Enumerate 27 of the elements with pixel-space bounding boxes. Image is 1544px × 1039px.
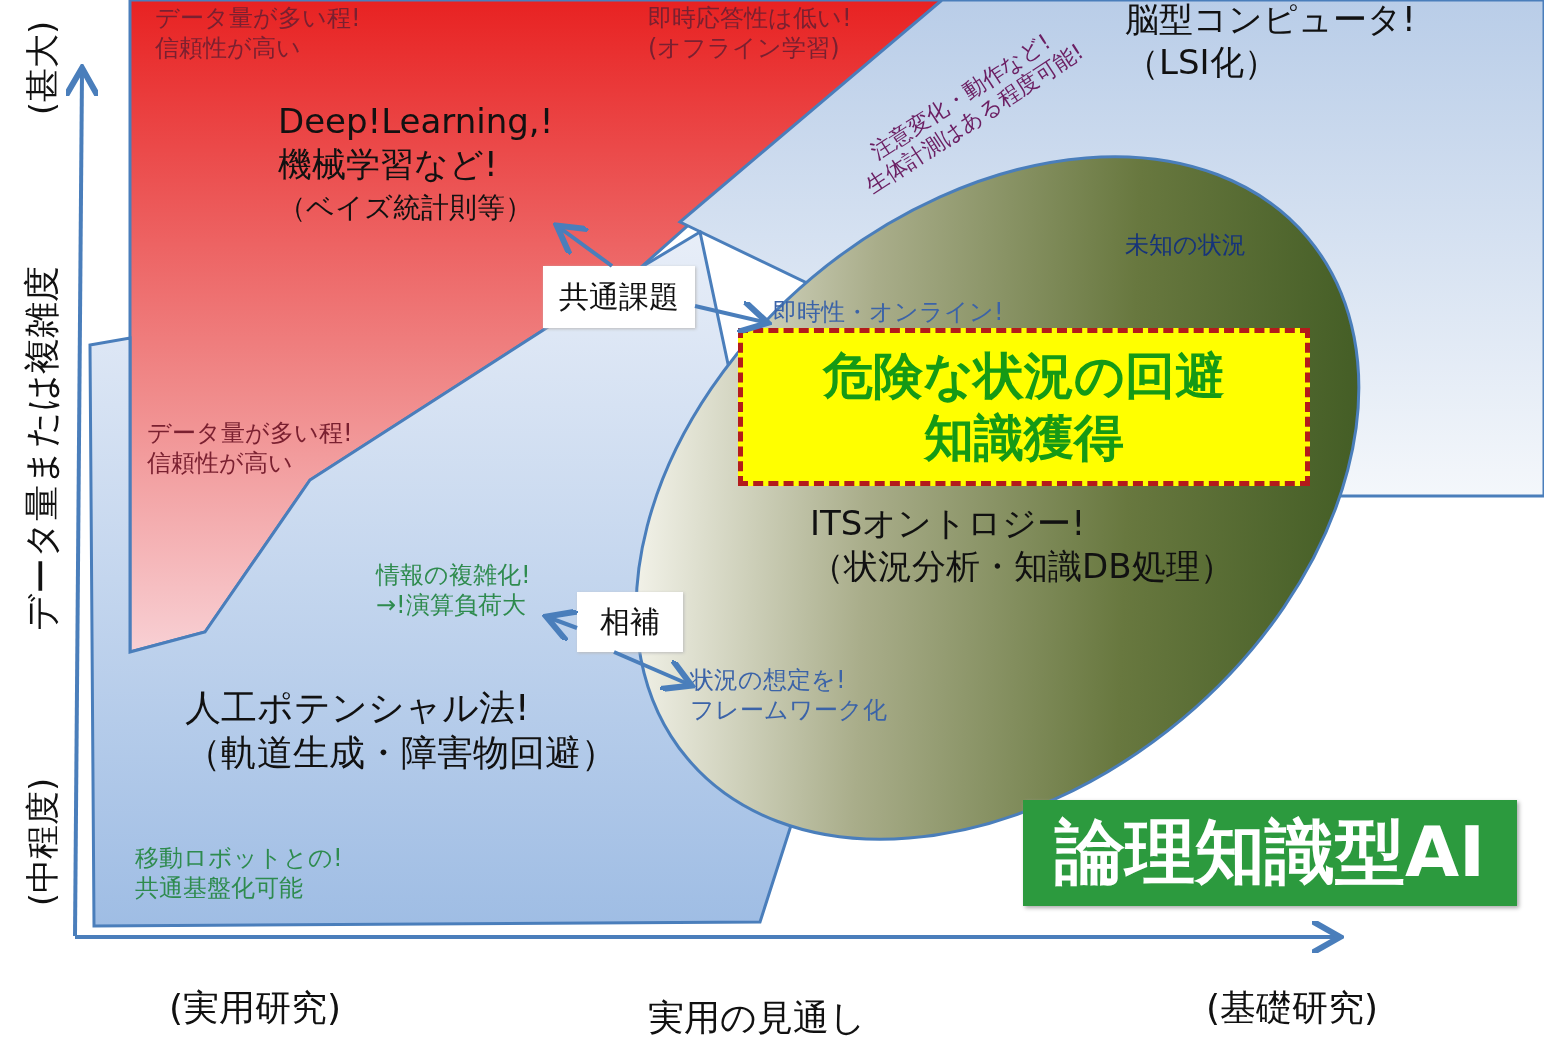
note-text: 状況の想定を! フレームワーク化 xyxy=(690,665,887,725)
axis-label: (甚大) xyxy=(21,20,63,116)
axis-label: 実用の見通し xyxy=(648,996,866,1039)
region-note: 即時応答性は低い! (オフライン学習) xyxy=(648,3,852,63)
highlight-box: 危険な状況の回避 知識獲得 xyxy=(738,328,1310,486)
region-note: 脳型コンピュータ! （LSI化） xyxy=(1125,0,1416,83)
arrow xyxy=(613,650,695,693)
region-note: データ量が多い程! 信頼性が高い xyxy=(155,3,361,63)
method-text: Deep!Learning,! 機械学習など! xyxy=(278,100,554,185)
annotation-text: 注意変化・動作など! 生体計測はある程度可能! xyxy=(860,28,1089,200)
region-note: ITSオントロジー! （状況分析・知識DB処理） xyxy=(810,502,1234,587)
axis-label: データ量または複雑度 xyxy=(20,265,64,631)
title-box: 論理知識型AI xyxy=(1023,800,1517,906)
note-text: 情報の複雑化! →!演算負荷大 xyxy=(376,560,531,620)
arrow xyxy=(694,298,771,336)
axis-label: (基礎研究) xyxy=(1205,986,1379,1030)
callout-box: 相補 xyxy=(577,592,683,652)
note-text: 即時性・オンライン! xyxy=(773,297,1004,327)
region-note: 移動ロボットとの! 共通基盤化可能 xyxy=(135,843,343,903)
axis-label: (実用研究) xyxy=(168,986,342,1030)
axis-label: (中程度) xyxy=(21,777,63,907)
region-note: データ量が多い程! 信頼性が高い xyxy=(147,418,353,478)
subtitle-text: （ベイズ統計則等） xyxy=(278,190,533,225)
callout-box: 共通課題 xyxy=(543,266,695,328)
arrow xyxy=(553,222,614,268)
region-note: 未知の状況 xyxy=(1125,230,1246,260)
region-note: 人工ポテンシャル法! （軌道生成・障害物回避） xyxy=(185,686,617,775)
